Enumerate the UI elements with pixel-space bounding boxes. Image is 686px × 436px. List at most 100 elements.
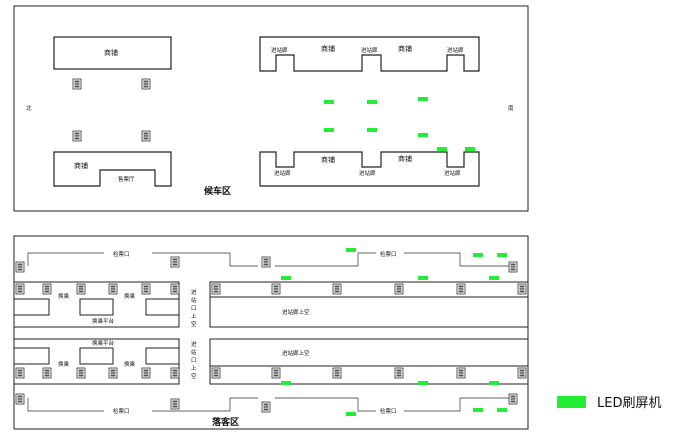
led-screen xyxy=(473,408,483,412)
passage-label: 进站廊 xyxy=(447,46,464,54)
pillar-icon xyxy=(141,283,151,295)
pillar-icon xyxy=(211,367,221,379)
pillar-icon xyxy=(15,261,25,273)
pillar-icon xyxy=(170,256,180,268)
pillar-icon xyxy=(170,367,180,379)
passage-corridor-upper xyxy=(209,281,529,328)
waiting-area-title: 候车区 xyxy=(204,185,231,197)
led-screen xyxy=(346,248,356,252)
pillar-icon xyxy=(42,367,52,379)
led-screen xyxy=(418,381,428,385)
pillar-icon xyxy=(261,256,271,268)
passage-label: 进站廊 xyxy=(444,169,461,177)
led-screen xyxy=(281,276,291,280)
ticket-check-line-bottom xyxy=(27,397,258,412)
led-screen xyxy=(418,97,428,101)
led-screen xyxy=(437,147,447,151)
led-screen xyxy=(367,128,377,132)
pillar-icon xyxy=(15,283,25,295)
shop-label: 商铺 xyxy=(398,44,412,53)
pillar-icon xyxy=(271,283,281,295)
led-screen xyxy=(324,100,334,104)
pillar-icon xyxy=(42,283,52,295)
ticket-check-label: 检票口 xyxy=(380,407,397,415)
gate-above-char: 空 xyxy=(191,372,197,380)
pillar-icon xyxy=(15,393,25,405)
legend-label: LED刷屏机 xyxy=(597,396,661,411)
led-screen xyxy=(465,147,475,151)
pillar-icon xyxy=(141,130,151,142)
transfer-label: 换乘 xyxy=(124,360,136,368)
led-screen xyxy=(346,412,356,416)
pillar-icon xyxy=(456,283,466,295)
led-screen xyxy=(367,100,377,104)
arrival-area-title: 落客区 xyxy=(212,416,239,428)
pillar-icon xyxy=(394,367,404,379)
shop-label: 商铺 xyxy=(321,44,335,53)
transfer-label: 换乘 xyxy=(58,360,70,368)
led-screen xyxy=(324,128,334,132)
led-screen xyxy=(497,253,507,257)
waiting-area-border xyxy=(13,5,529,212)
pillar-icon xyxy=(170,283,180,295)
passage-above-label: 进站廊上空 xyxy=(282,308,310,316)
transfer-platform-label: 换乘平台 xyxy=(92,317,115,325)
led-screen xyxy=(489,276,499,280)
ticket-check-line-top xyxy=(27,252,258,267)
led-screen xyxy=(418,133,428,137)
shop-block-left-top xyxy=(53,36,172,70)
pillar-icon xyxy=(72,78,82,90)
pillar-icon xyxy=(508,261,518,273)
north-label: 北 xyxy=(26,104,32,112)
pillar-icon xyxy=(76,283,86,295)
pillar-icon xyxy=(517,283,527,295)
shop-label: 商铺 xyxy=(104,48,118,57)
passage-label: 进站廊 xyxy=(271,46,288,54)
gate-above-char: 进 xyxy=(191,288,197,296)
ticket-check-label: 检票口 xyxy=(380,250,397,258)
ticket-office-label: 售票厅 xyxy=(118,175,135,183)
pillar-icon xyxy=(15,367,25,379)
gate-above-char: 口 xyxy=(191,357,197,364)
shop-block-left-bottom xyxy=(53,151,172,187)
passage-label: 进站廊 xyxy=(361,46,378,54)
gate-above-char: 站 xyxy=(191,348,197,356)
passage-label: 进站廊 xyxy=(359,169,376,177)
legend: LED刷屏机 xyxy=(557,396,661,411)
ticket-check-line-top-right xyxy=(275,252,510,267)
pillar-icon xyxy=(332,367,342,379)
gate-above-char: 空 xyxy=(191,320,197,328)
led-screen xyxy=(489,381,499,385)
waiting-area: 商铺 商铺 售票厅 进站廊 商铺 进站廊 商铺 进站廊 商铺 商铺 进站廊 进站… xyxy=(13,5,529,212)
arrival-area: 检票口 检票口 检票口 检票口 换乘 换乘 换乘平台 换乘平台 换乘 换乘 进 … xyxy=(13,235,529,430)
led-screen xyxy=(281,381,291,385)
legend-swatch xyxy=(557,396,586,408)
pillar-icon xyxy=(456,367,466,379)
pillar-icon xyxy=(72,130,82,142)
shop-label: 商铺 xyxy=(74,161,88,170)
pillar-icon xyxy=(271,367,281,379)
gate-above-char: 口 xyxy=(191,305,197,312)
pillar-icon xyxy=(141,367,151,379)
ticket-check-line-bottom-right xyxy=(275,397,510,412)
pillar-icon xyxy=(108,283,118,295)
pillar-icon xyxy=(170,398,180,410)
passage-above-label: 进站廊上空 xyxy=(282,349,310,357)
pillar-icon xyxy=(76,367,86,379)
passage-corridor-lower xyxy=(209,338,529,385)
gate-above-char: 进 xyxy=(191,340,197,348)
led-screen xyxy=(497,408,507,412)
arrival-area-border xyxy=(13,235,529,430)
pillar-icon xyxy=(394,283,404,295)
transfer-platform-label: 换乘平台 xyxy=(92,339,115,347)
pillar-icon xyxy=(211,283,221,295)
gate-above-char: 上 xyxy=(191,364,197,372)
led-screen xyxy=(473,253,483,257)
south-label: 南 xyxy=(508,104,514,112)
pillar-icon xyxy=(108,367,118,379)
passage-label: 进站廊 xyxy=(274,169,291,177)
pillar-icon xyxy=(261,401,271,413)
shop-label: 商铺 xyxy=(398,154,412,163)
shop-block-right-bottom xyxy=(259,151,480,187)
